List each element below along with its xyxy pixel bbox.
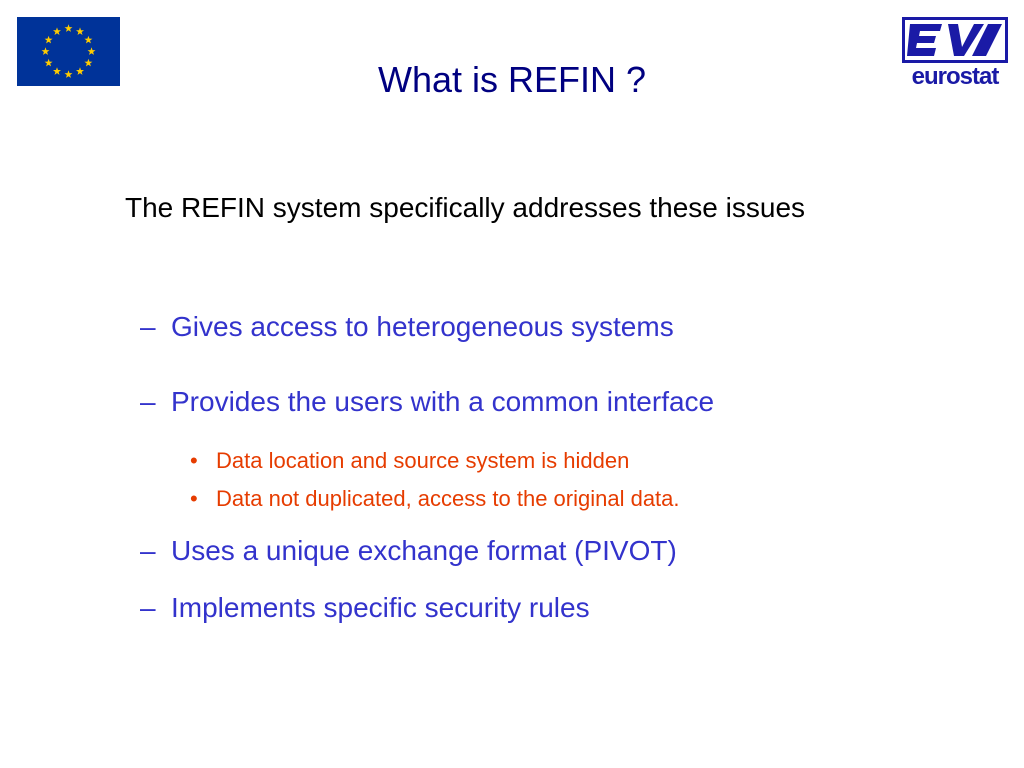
bullet-item: –Implements specific security rules <box>140 590 590 626</box>
sub-bullet-item: • Data location and source system is hidd… <box>190 447 629 475</box>
bullet-text: Uses a unique exchange format (PIVOT) <box>171 535 677 566</box>
eurostat-logo-icon <box>902 17 1008 63</box>
intro-text: The REFIN system specifically addresses … <box>125 192 806 223</box>
eu-flag-icon <box>17 17 120 86</box>
bullet-item: –Gives access to heterogeneous systems <box>140 309 674 345</box>
flag-star <box>44 58 53 67</box>
eurostat-wordmark: eurostat <box>911 63 1000 90</box>
bullet-text: Provides the users with a common interfa… <box>171 386 715 417</box>
sub-bullet-text: Data not duplicated, access to the origi… <box>216 486 680 511</box>
bullet-marker: • <box>190 486 198 511</box>
flag-star <box>76 27 84 35</box>
bullet-marker: • <box>190 448 198 473</box>
flag-star <box>87 47 96 55</box>
flag-star <box>41 47 50 55</box>
sub-bullet-text: Data location and source system is hidde… <box>216 448 630 473</box>
flag-star <box>53 67 61 75</box>
eu-flag-svg <box>17 17 120 86</box>
flag-star <box>84 58 93 67</box>
dash-marker: – <box>140 311 156 342</box>
bullet-item: –Uses a unique exchange format (PIVOT) <box>140 533 677 569</box>
dash-marker: – <box>140 535 156 566</box>
flag-star <box>64 70 73 78</box>
slide-title: What is REFIN ? <box>377 59 647 100</box>
flag-star <box>64 24 73 32</box>
dash-marker: – <box>140 386 156 417</box>
dash-marker: – <box>140 592 156 623</box>
bullet-item: –Provides the users with a common interf… <box>140 384 714 420</box>
eurostat-logo: eurostat <box>902 17 1008 95</box>
flag-star <box>84 35 93 44</box>
sub-bullet-item: • Data not duplicated, access to the orig… <box>190 485 680 513</box>
bullet-text: Implements specific security rules <box>171 592 590 623</box>
flag-star <box>53 27 61 35</box>
flag-star <box>44 35 53 44</box>
bullet-text: Gives access to heterogeneous systems <box>171 311 674 342</box>
flag-star <box>76 67 84 75</box>
